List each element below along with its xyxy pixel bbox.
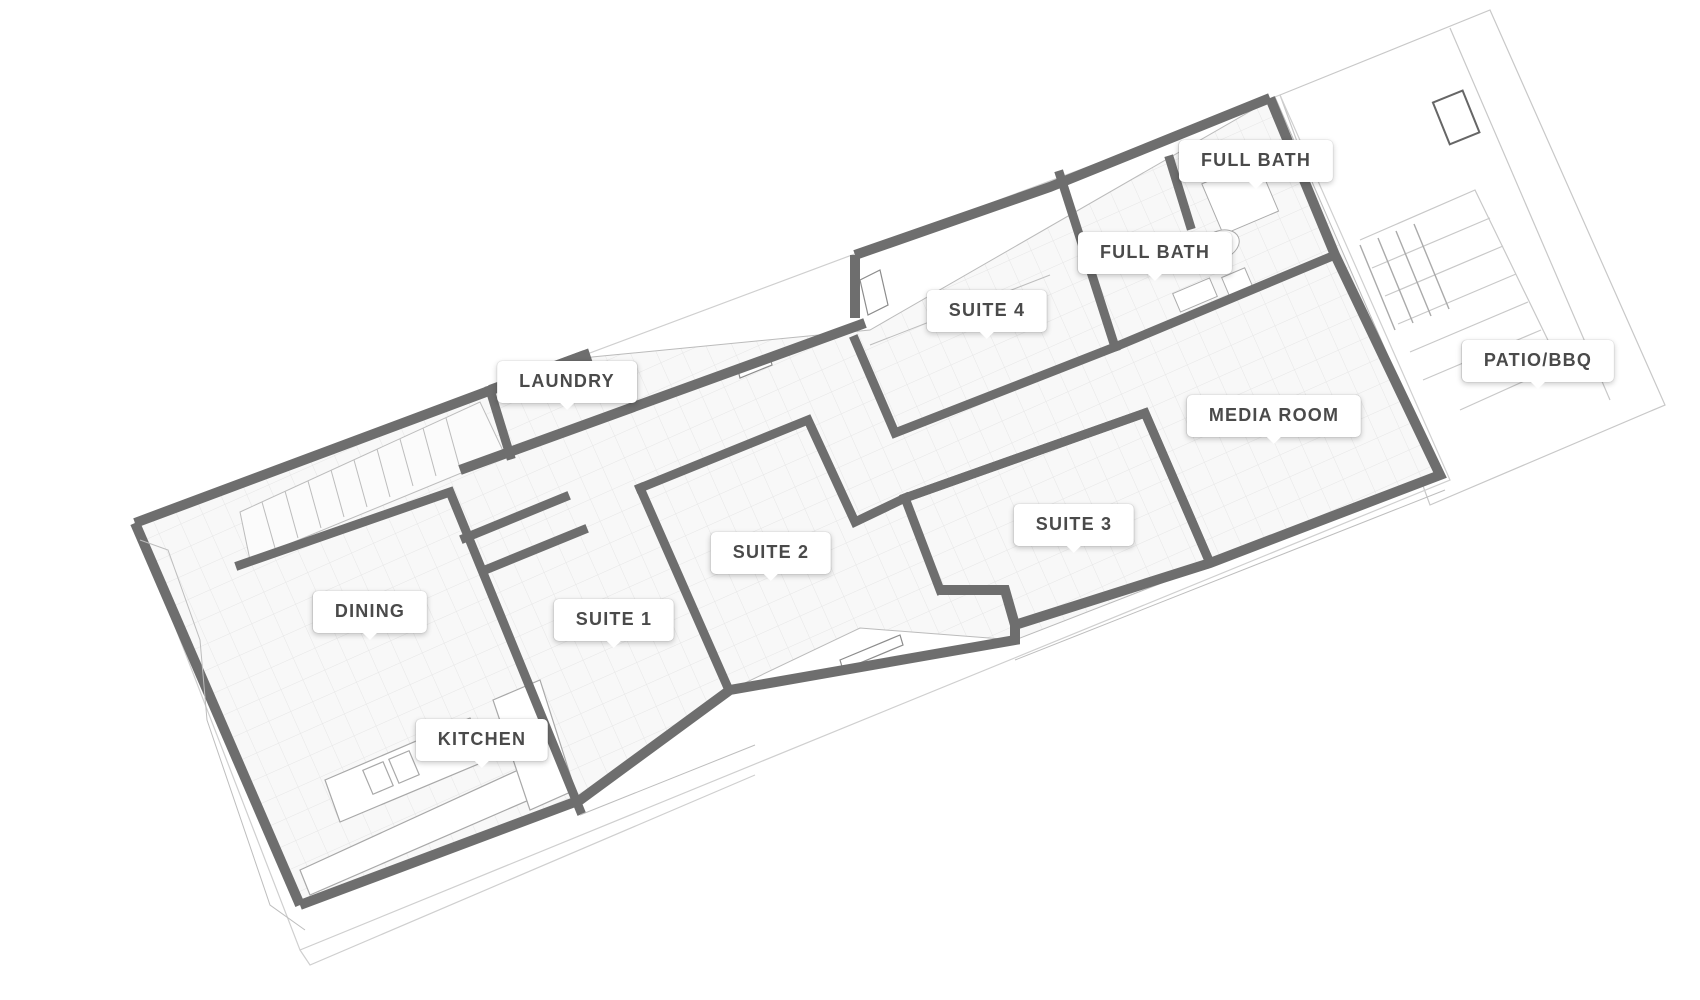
room-label-suite-2: SUITE 2 (710, 532, 832, 581)
patio-steps (1359, 89, 1481, 331)
room-label-suite-4: SUITE 4 (926, 290, 1048, 339)
room-label-media-room: MEDIA ROOM (1186, 395, 1362, 444)
interior-walls (234, 154, 1341, 816)
room-label-full-bath-b: FULL BATH (1077, 232, 1233, 281)
room-label-suite-1: SUITE 1 (553, 599, 675, 648)
room-label-patio-bbq: PATIO/BBQ (1461, 340, 1615, 389)
room-label-suite-3: SUITE 3 (1013, 504, 1135, 553)
room-label-kitchen: KITCHEN (415, 719, 549, 768)
room-label-laundry: LAUNDRY (497, 361, 637, 410)
exterior-walls (130, 93, 1447, 910)
room-label-dining: DINING (312, 591, 428, 640)
room-label-full-bath-a: FULL BATH (1178, 140, 1334, 189)
